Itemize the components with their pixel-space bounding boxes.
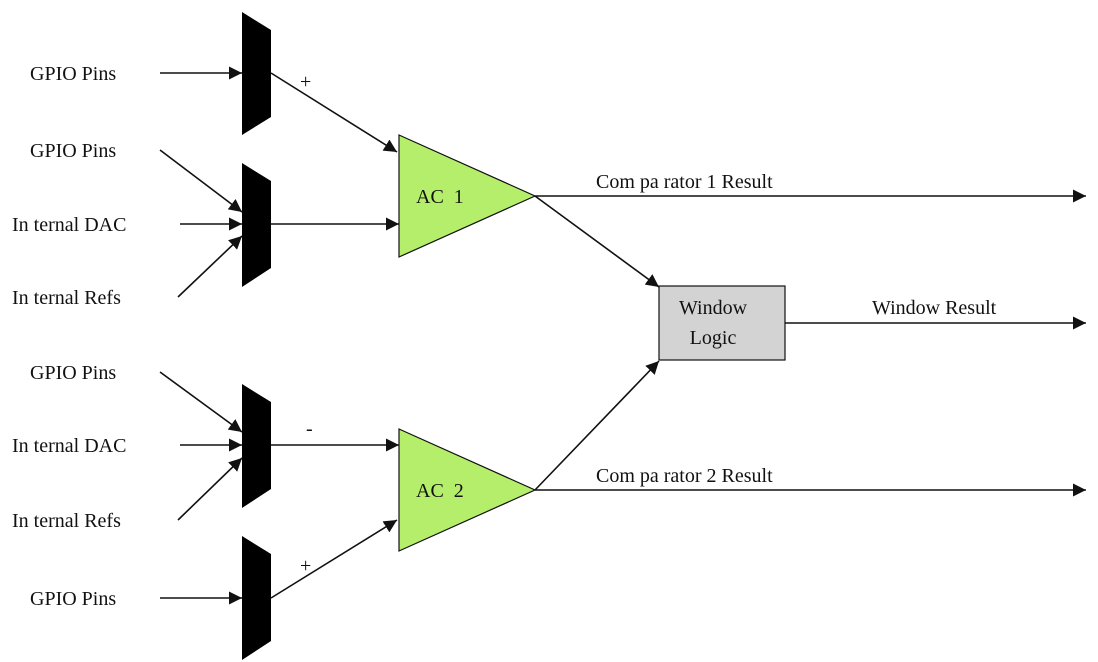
wire-ac1-to-window-logic [534,195,660,288]
label-ac1-neg-dac: In ternal DAC [12,214,126,236]
wire-ac1-neg-gpio [159,149,243,213]
comparator-ac1-label: AC 1 [416,186,464,208]
label-ac1-neg-refs: In ternal Refs [12,287,121,309]
polarity-ac2-positive: + [300,555,311,577]
wire-ac1-neg-refs [177,235,243,298]
polarity-ac1-positive: + [300,71,311,93]
label-ac1-neg-gpio: GPIO Pins [30,140,116,162]
label-window-result: Window Result [872,297,997,319]
wire-ac2-to-window-logic [534,360,660,491]
label-ac2-neg-gpio: GPIO Pins [30,362,116,384]
label-comparator1-result: Com pa rator 1 Result [596,171,773,193]
mux-ac1-negative [242,163,271,287]
mux-ac1-positive [242,12,271,135]
label-ac1-pos-gpio: GPIO Pins [30,63,116,85]
wire-mux-to-ac1-pos [270,72,398,153]
label-comparator2-result: Com pa rator 2 Result [596,465,773,487]
window-logic-label-line1: Window [679,297,748,319]
window-logic-label-line2: Logic [690,327,737,349]
label-ac2-neg-dac: In ternal DAC [12,435,126,457]
mux-ac2-negative [242,384,271,508]
polarity-ac2-negative: - [306,418,313,440]
mux-ac2-positive [242,536,271,660]
comparator-ac2-label: AC 2 [416,480,464,502]
wire-ac2-neg-refs [177,457,243,521]
window-logic-block [658,285,786,361]
label-ac2-neg-refs: In ternal Refs [12,510,121,532]
wire-mux-to-ac2-pos [270,519,398,599]
comparator-ac2 [398,428,537,552]
wire-ac2-neg-gpio [159,371,243,433]
label-ac2-pos-gpio: GPIO Pins [30,588,116,610]
comparator-ac1 [398,134,537,258]
